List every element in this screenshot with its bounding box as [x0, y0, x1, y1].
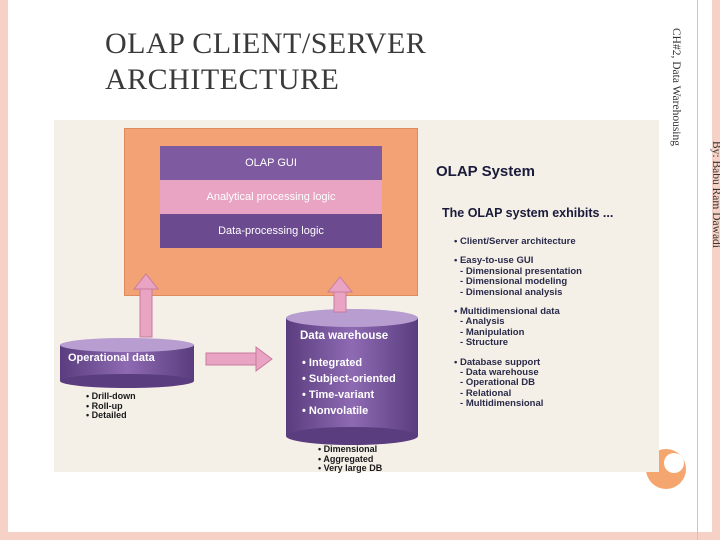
feature-heading: • Easy-to-use GUI	[454, 255, 534, 267]
list-item: • Integrated	[302, 357, 363, 369]
list-item: - Dimensional analysis	[460, 286, 563, 298]
slide-title-line-1: OLAP CLIENT/SERVER	[105, 27, 427, 60]
arrow-operational-to-warehouse	[205, 346, 273, 372]
list-item: • Drill-down	[86, 391, 136, 401]
feature-heading: • Client/Server architecture	[454, 236, 576, 247]
list-item: • Aggregated	[318, 453, 374, 464]
operational-data-cylinder	[60, 338, 194, 388]
slide-title: OLAP CLIENT/SERVER ARCHITECTURE	[105, 26, 575, 98]
olap-system-title: OLAP System	[436, 163, 535, 180]
data-warehouse-cylinder	[286, 309, 418, 445]
data-warehouse-label: Data warehouse	[300, 330, 389, 342]
slide-frame-left	[0, 0, 8, 540]
list-item: • Roll-up	[86, 400, 123, 411]
gui-layer-analytical-logic: Analytical processing logic	[160, 180, 382, 214]
slide-title-line-2: ARCHITECTURE	[105, 63, 340, 96]
list-item: • Nonvolatile	[302, 405, 369, 417]
operational-data-bullets: • Drill-down • Roll-up • Detailed	[86, 391, 136, 421]
list-item: - Relational	[460, 387, 512, 399]
list-item: • Time-variant	[302, 389, 375, 401]
list-item: - Structure	[460, 337, 509, 349]
list-item: • Very large DB	[318, 463, 383, 473]
feature-heading: • Multidimensional data	[454, 306, 560, 318]
arrow-warehouse-to-gui	[326, 276, 354, 313]
list-item: • Detailed	[86, 410, 127, 420]
gui-layer-data-processing: Data-processing logic	[160, 214, 382, 248]
olap-features-list: • Client/Server architecture • Easy-to-u…	[454, 234, 582, 410]
list-item: • Dimensional	[318, 444, 378, 454]
decorative-circle-cutout	[664, 453, 684, 473]
slide-frame-right	[712, 0, 720, 540]
list-item: - Dimensional presentation	[460, 265, 582, 277]
data-warehouse-bullets: • Integrated • Subject-oriented • Time-v…	[302, 355, 396, 419]
list-item: - Analysis	[460, 316, 505, 328]
slide-divider-line	[697, 0, 698, 540]
arrow-operational-to-gui	[132, 273, 160, 338]
operational-data-label: Operational data	[68, 352, 155, 364]
data-warehouse-properties: • Dimensional • Aggregated • Very large …	[318, 444, 383, 474]
list-item: • Subject-oriented	[302, 373, 396, 385]
list-item: - Multidimensional	[460, 398, 544, 410]
list-item: - Data warehouse	[460, 367, 539, 379]
slide-frame-bottom	[0, 532, 720, 540]
exhibits-heading: The OLAP system exhibits ...	[442, 206, 614, 220]
feature-heading: • Database support	[454, 356, 541, 368]
list-item: - Dimensional modeling	[460, 276, 568, 288]
gui-layer-olap-gui: OLAP GUI	[160, 146, 382, 180]
list-item: - Manipulation	[460, 326, 525, 338]
list-item: - Operational DB	[460, 377, 535, 389]
